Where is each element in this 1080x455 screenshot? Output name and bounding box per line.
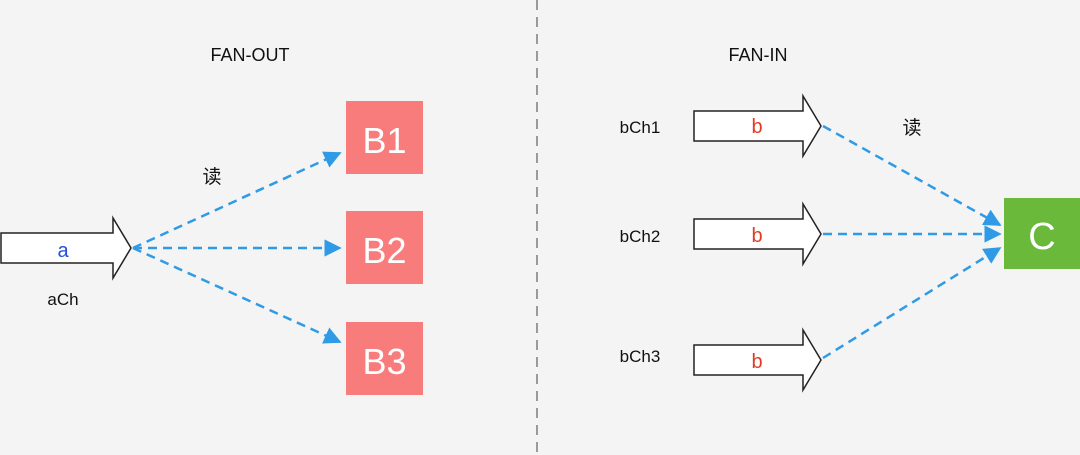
goroutine-box-b3 xyxy=(346,322,423,395)
channel-arrow-ach xyxy=(0,215,132,281)
goroutine-label-c: C xyxy=(1028,216,1055,258)
fan-in-title: FAN-IN xyxy=(728,45,787,65)
channel-value-b3: b xyxy=(751,351,762,373)
goroutine-box-b1 xyxy=(346,101,423,174)
fan-out-read-label: 读 xyxy=(202,166,221,188)
fan-out-link-b3 xyxy=(132,246,342,344)
channel-label-ach: aCh xyxy=(47,290,78,309)
fan-out-title: FAN-OUT xyxy=(211,45,290,65)
channel-label-bch1: bCh1 xyxy=(620,118,661,137)
goroutine-label-b1: B1 xyxy=(362,120,406,161)
fan-in-link-bch3 xyxy=(822,246,1002,360)
channel-arrow-bch3 xyxy=(693,327,822,393)
fan-in-link-bch1 xyxy=(822,124,1002,227)
goroutine-box-b2 xyxy=(346,211,423,284)
goroutine-label-b2: B2 xyxy=(362,230,406,271)
fan-out-link-b1 xyxy=(132,151,342,250)
fan-in-read-label: 读 xyxy=(902,117,921,139)
channel-value-b1: b xyxy=(751,116,762,138)
channel-label-bch2: bCh2 xyxy=(620,227,661,246)
goroutine-box-c xyxy=(1004,198,1080,269)
goroutine-label-b3: B3 xyxy=(362,341,406,382)
channel-arrow-bch2 xyxy=(693,201,822,267)
channel-arrow-bch1 xyxy=(693,93,822,159)
channel-label-bch3: bCh3 xyxy=(620,347,661,366)
channel-value-a: a xyxy=(57,240,69,262)
channel-value-b2: b xyxy=(751,225,762,247)
